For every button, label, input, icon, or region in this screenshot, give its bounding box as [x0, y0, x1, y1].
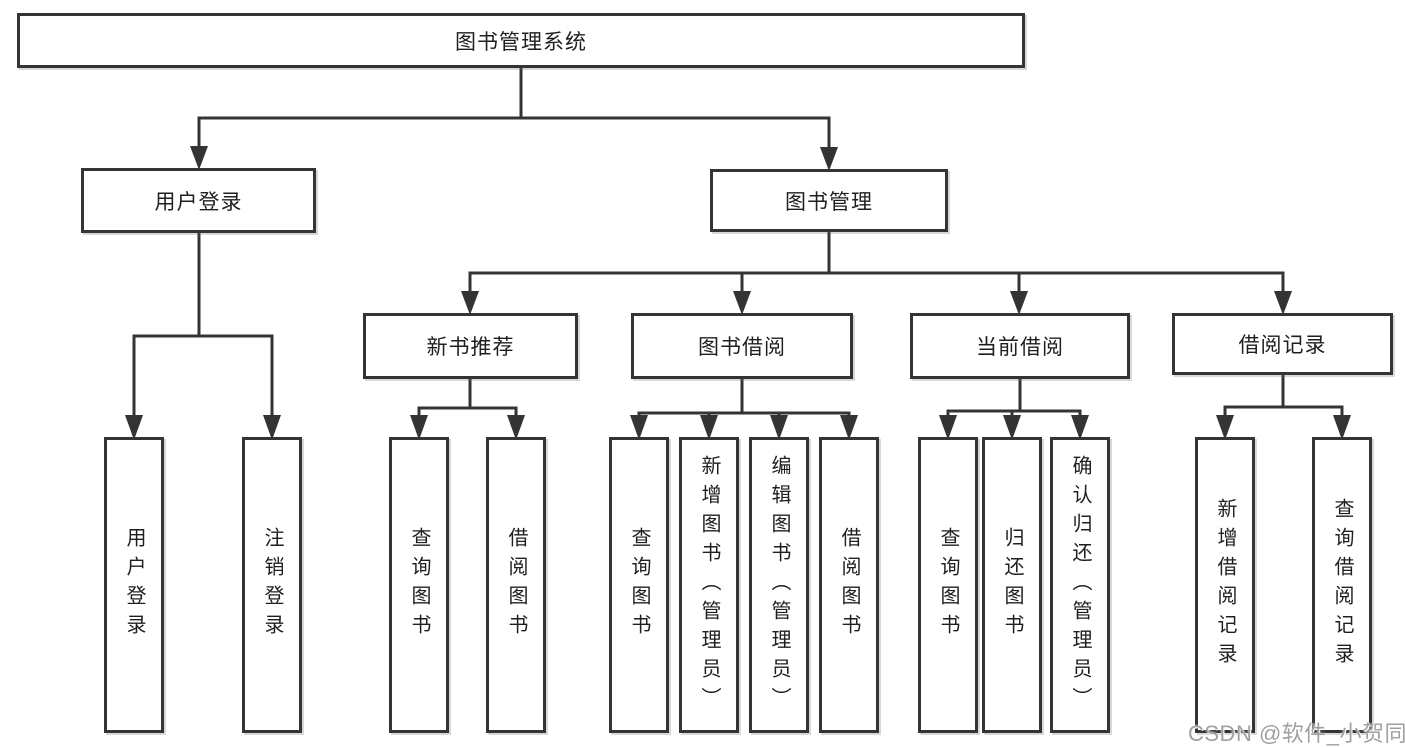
leaf-return-books: 归还图书	[982, 437, 1042, 733]
node-label: 用户登录	[123, 527, 145, 643]
leaf-query-books-recommend: 查询图书	[389, 437, 449, 733]
leaf-borrow-books: 借阅图书	[819, 437, 879, 733]
node-label: 查询图书	[628, 527, 650, 643]
node-library-management-system: 图书管理系统	[17, 13, 1025, 68]
leaf-borrow-books-recommend: 借阅图书	[486, 437, 546, 733]
leaf-query-books-current: 查询图书	[918, 437, 978, 733]
node-label: 确认归还（管理员）	[1069, 454, 1091, 716]
leaf-add-borrow-record: 新增借阅记录	[1195, 437, 1255, 733]
node-borrowing-records: 借阅记录	[1172, 313, 1393, 375]
node-label: 用户登录	[154, 190, 243, 214]
node-label: 新书推荐	[426, 336, 515, 359]
leaf-add-books-admin: 新增图书（管理员）	[679, 437, 739, 733]
node-label: 借阅图书	[838, 527, 860, 643]
node-label: 图书借阅	[698, 336, 786, 359]
node-label: 查询图书	[408, 527, 430, 643]
node-label: 借阅图书	[505, 527, 527, 643]
leaf-confirm-return-admin: 确认归还（管理员）	[1050, 437, 1110, 733]
node-label: 查询借阅记录	[1331, 498, 1353, 672]
leaf-logout: 注销登录	[242, 437, 302, 733]
leaf-query-books-borrow: 查询图书	[609, 437, 669, 733]
leaf-user-login: 用户登录	[104, 437, 164, 733]
leaf-query-borrow-record: 查询借阅记录	[1312, 437, 1372, 733]
node-label: 图书管理	[785, 190, 873, 214]
node-label: 借阅记录	[1238, 334, 1327, 357]
node-label: 编辑图书（管理员）	[768, 454, 790, 716]
node-label: 当前借阅	[976, 336, 1064, 359]
node-label: 图书管理系统	[455, 30, 587, 54]
node-label: 归还图书	[1001, 527, 1023, 643]
leaf-edit-books-admin: 编辑图书（管理员）	[749, 437, 809, 733]
node-book-management: 图书管理	[710, 169, 948, 232]
node-current-borrowing: 当前借阅	[910, 313, 1130, 379]
node-label: 查询图书	[937, 527, 959, 643]
node-label: 注销登录	[261, 527, 283, 643]
node-book-borrowing: 图书借阅	[631, 313, 853, 379]
node-label: 新增图书（管理员）	[698, 454, 720, 716]
node-label: 新增借阅记录	[1214, 498, 1236, 672]
node-user-login: 用户登录	[81, 168, 316, 233]
node-new-book-recommendation: 新书推荐	[363, 313, 578, 379]
csdn-watermark: CSDN @软件_小贺同学	[1188, 721, 1405, 746]
